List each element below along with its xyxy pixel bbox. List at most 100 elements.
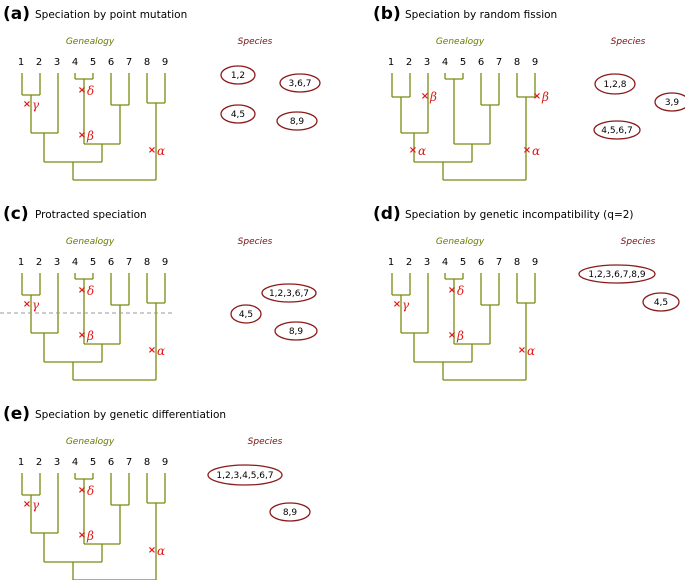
tree-branch — [146, 473, 166, 504]
mutation-cross: × — [23, 99, 31, 110]
panel-a: (a)Speciation by point mutationGenealogy… — [3, 4, 321, 181]
mutation-symbol: α — [418, 144, 426, 158]
tree-branch — [72, 103, 157, 181]
mutation-marker: ×α — [523, 144, 540, 158]
leaf-label: 9 — [162, 57, 168, 68]
leaf-label: 3 — [54, 57, 60, 68]
mutation-symbol: α — [532, 144, 540, 158]
mutation-marker: ×β — [448, 329, 464, 343]
mutation-symbol: β — [429, 90, 437, 104]
species-label: 1,2,3,4,5,6,7 — [216, 471, 273, 481]
species-ellipse — [269, 502, 311, 522]
leaf-label: 4 — [72, 57, 78, 68]
species-group: 3,9 — [654, 92, 685, 112]
panel-e: (e)Speciation by genetic differentiation… — [3, 404, 311, 580]
genealogy-header: Genealogy — [66, 237, 115, 247]
leaf-label: 1 — [18, 457, 24, 468]
species-ellipse — [220, 104, 256, 124]
mutation-cross: × — [148, 145, 156, 156]
tree-branch — [74, 73, 94, 80]
mutation-cross: × — [148, 545, 156, 556]
leaf-label: 1 — [388, 257, 394, 268]
species-ellipse — [220, 65, 256, 85]
tree-branch — [444, 73, 464, 80]
tree-branch — [110, 73, 130, 106]
tree-branch — [146, 73, 166, 104]
leaf-label: 5 — [90, 257, 96, 268]
species-ellipse — [594, 73, 636, 95]
species-ellipse — [230, 304, 262, 324]
leaf-label: 5 — [460, 57, 466, 68]
leaf-label: 6 — [478, 257, 484, 268]
species-label: 4,5,6,7 — [601, 126, 633, 136]
leaf-label: 8 — [514, 57, 520, 68]
species-group: 4,5,6,7 — [593, 120, 641, 140]
leaf-label: 7 — [126, 57, 132, 68]
mutation-cross: × — [448, 330, 456, 341]
mutation-symbol: β — [86, 129, 94, 143]
mutation-cross: × — [393, 299, 401, 310]
leaf-label: 3 — [54, 457, 60, 468]
tree-branch — [453, 79, 491, 145]
mutation-cross: × — [421, 91, 429, 102]
tree-branch — [72, 503, 157, 580]
mutation-marker: ×δ — [448, 284, 464, 298]
leaf-label: 9 — [162, 457, 168, 468]
species-ellipse — [276, 111, 318, 131]
mutation-symbol: α — [157, 544, 165, 558]
tree-branch — [146, 273, 166, 304]
leaf-label: 4 — [442, 57, 448, 68]
mutation-symbol: δ — [457, 284, 464, 298]
species-header: Species — [248, 437, 283, 447]
leaf-label: 7 — [126, 257, 132, 268]
mutation-symbol: β — [86, 329, 94, 343]
leaf-label: 8 — [514, 257, 520, 268]
species-group: 1,2,8 — [594, 73, 636, 95]
mutation-marker: ×δ — [78, 484, 94, 498]
species-label: 8,9 — [290, 117, 305, 127]
mutation-symbol: δ — [87, 284, 94, 298]
mutation-symbol: γ — [32, 98, 40, 112]
leaf-label: 7 — [126, 457, 132, 468]
tree-branch — [480, 73, 500, 106]
mutation-cross: × — [409, 145, 417, 156]
mutation-marker: ×β — [533, 90, 549, 104]
genealogy-header: Genealogy — [66, 437, 115, 447]
mutation-marker: ×γ — [393, 298, 410, 312]
mutation-marker: ×α — [148, 144, 165, 158]
leaf-label: 7 — [496, 257, 502, 268]
genealogy-header: Genealogy — [436, 237, 485, 247]
leaf-label: 2 — [36, 57, 42, 68]
mutation-marker: ×α — [409, 144, 426, 158]
panel-b: (b)Speciation by random fissionGenealogy… — [373, 4, 685, 181]
leaf-label: 2 — [406, 257, 412, 268]
species-group: 1,2,3,6,7 — [261, 283, 317, 303]
mutation-symbol: α — [527, 344, 535, 358]
species-group: 8,9 — [274, 321, 318, 341]
tree-branch — [110, 473, 130, 506]
species-header: Species — [611, 37, 646, 47]
tree-branch — [21, 73, 41, 96]
mutation-cross: × — [78, 130, 86, 141]
leaf-label: 1 — [388, 57, 394, 68]
tree-branch — [442, 303, 527, 381]
genealogy-header: Genealogy — [436, 37, 485, 47]
species-group: 8,9 — [269, 502, 311, 522]
leaf-label: 3 — [424, 257, 430, 268]
leaf-label: 5 — [460, 257, 466, 268]
mutation-symbol: δ — [87, 484, 94, 498]
leaf-label: 9 — [532, 57, 538, 68]
species-group: 4,5 — [230, 304, 262, 324]
tree-branch — [74, 273, 94, 280]
panel-letter: (b) — [373, 4, 401, 24]
leaf-label: 4 — [442, 257, 448, 268]
leaf-label: 4 — [72, 457, 78, 468]
mutation-symbol: β — [541, 90, 549, 104]
leaf-label: 7 — [496, 57, 502, 68]
leaf-label: 3 — [424, 57, 430, 68]
mutation-symbol: γ — [32, 498, 40, 512]
mutation-cross: × — [78, 530, 86, 541]
species-label: 1,2,3,6,7 — [269, 289, 309, 299]
species-header: Species — [238, 37, 273, 47]
